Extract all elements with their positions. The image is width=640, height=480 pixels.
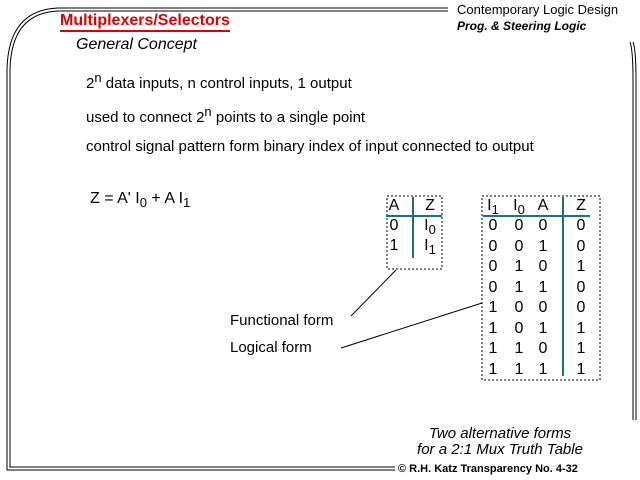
cell: 0 [576, 217, 586, 234]
bullet-1: 2n data inputs, n control inputs, 1 outp… [86, 70, 352, 92]
cell: 1 [576, 340, 586, 357]
cell: 1 [538, 237, 548, 255]
cell: 1 [514, 340, 524, 357]
cell: 1 [576, 258, 586, 275]
header-z: Z [425, 197, 435, 214]
cell: 1 [538, 278, 548, 296]
cell: 0 [514, 299, 524, 316]
cell: 0 [538, 340, 548, 357]
cell: 1 [538, 360, 548, 378]
cell: 1 [488, 340, 498, 357]
table-boxes [386, 195, 601, 381]
cell: 1 [488, 319, 498, 337]
cell: 1 [488, 299, 498, 316]
cell: 0 [488, 237, 498, 255]
header-z: Z [576, 197, 586, 214]
table-rules [386, 197, 590, 376]
cell: 1 [488, 360, 498, 378]
cell: 0 [488, 258, 498, 275]
cell: 0 [576, 237, 586, 255]
cell: 1 [389, 237, 399, 254]
cell: 1 [576, 360, 586, 378]
cell: 1 [538, 319, 548, 337]
bullet-2: used to connect 2n points to a single po… [86, 104, 366, 126]
cell: 0 [514, 217, 524, 234]
header-a: A [388, 197, 400, 214]
functional-form-label: Functional form [230, 312, 334, 329]
bullet-3: control signal pattern form binary index… [86, 138, 534, 155]
course-title: Contemporary Logic Design [457, 2, 619, 17]
logical-form-label: Logical form [230, 339, 312, 356]
subtitle: General Concept [76, 36, 197, 53]
cell: 0 [514, 237, 524, 255]
cell: 0 [488, 217, 498, 234]
callout-lines [340, 269, 483, 349]
cell: 0 [389, 217, 399, 234]
cell: I0 [424, 217, 436, 238]
equation: Z = A' I0 + A I1 [90, 190, 191, 211]
cell: 0 [538, 217, 548, 234]
header-i0: I0 [513, 197, 525, 218]
cell: 0 [514, 319, 524, 337]
cell: 1 [514, 360, 524, 378]
cell: 0 [538, 258, 548, 275]
slide-title: Multiplexers/Selectors [60, 12, 230, 32]
cell: 0 [576, 299, 586, 316]
footer: © R.H. Katz Transparency No. 4-32 [398, 463, 578, 475]
cell: I1 [424, 237, 436, 258]
cell: 1 [514, 278, 524, 296]
cell: 0 [538, 299, 548, 316]
cell: 0 [576, 278, 586, 296]
cell: 1 [576, 319, 586, 337]
cell: 1 [514, 258, 524, 275]
topic-title: Prog. & Steering Logic [457, 19, 587, 33]
cell: 0 [488, 278, 498, 296]
header-a: A [537, 197, 549, 214]
header-i1: I1 [487, 197, 499, 218]
